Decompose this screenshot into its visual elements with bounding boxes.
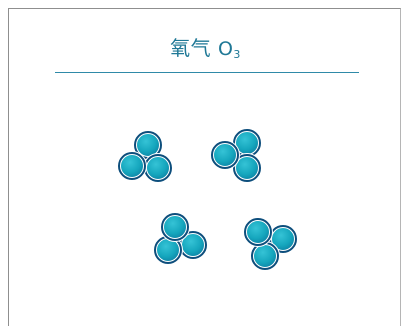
diagram-card: 氧气 O3 [8,8,401,326]
ozone-molecule-4 [243,217,298,271]
diagram-title: 氧气 O3 [9,32,402,61]
chemical-formula: O3 [217,38,241,61]
formula-subscript: 3 [233,48,241,61]
ozone-molecule-3 [153,212,208,265]
title-name: 氧气 [170,36,212,60]
ozone-molecule-2 [210,128,262,183]
formula-symbol: O [217,38,234,60]
title-divider [55,72,359,73]
ozone-molecule-1 [117,130,173,183]
